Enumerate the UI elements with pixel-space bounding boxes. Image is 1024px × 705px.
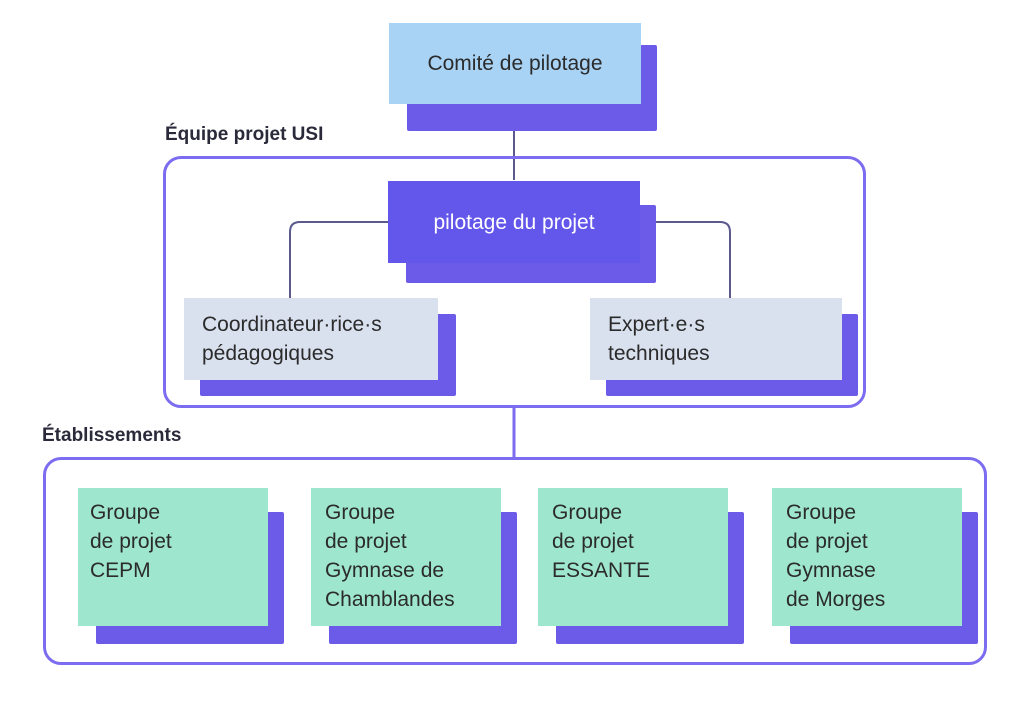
node-comite-de-pilotage: Comité de pilotage	[389, 23, 657, 131]
node-essante-line-1: Groupe	[552, 501, 623, 524]
connector-pilotage-to-coord	[289, 221, 388, 300]
group-frame-equipe-usi	[163, 156, 866, 408]
node-pilotage-du-projet: pilotage du projet	[388, 181, 656, 283]
node-chamblandes-line-2: de projet	[325, 530, 407, 553]
node-coordinateurs-line-2: pédagogiques	[202, 342, 334, 365]
node-cepm-line-3: CEPM	[90, 559, 151, 582]
node-chamblandes-text: Groupe de projet Gymnase de Chamblandes	[311, 488, 501, 626]
group-label-equipe-usi: Équipe projet USI	[165, 124, 324, 145]
node-groupe-essante: Groupe de projet ESSANTE	[538, 488, 744, 644]
node-morges-text: Groupe de projet Gymnase de Morges	[772, 488, 962, 626]
node-essante-line-2: de projet	[552, 530, 634, 553]
node-pilotage-label: pilotage du projet	[388, 181, 640, 263]
node-experts-line-2: techniques	[608, 342, 710, 365]
node-chamblandes-line-4: Chamblandes	[325, 588, 455, 611]
node-coordinateurs-pedagogiques: Coordinateur·rice·s pédagogiques	[184, 298, 456, 396]
node-chamblandes-line-1: Groupe	[325, 501, 396, 524]
connector-pilotage-to-experts	[640, 221, 731, 300]
node-essante-text: Groupe de projet ESSANTE	[538, 488, 728, 626]
node-cepm-line-1: Groupe	[90, 501, 161, 524]
node-experts-line-1: Expert·e·s	[608, 313, 705, 336]
node-experts-text: Expert·e·s techniques	[590, 298, 842, 380]
group-frame-etablissements	[43, 457, 987, 665]
node-groupe-cepm: Groupe de projet CEPM	[78, 488, 284, 644]
node-experts-techniques: Expert·e·s techniques	[590, 298, 858, 396]
node-groupe-morges: Groupe de projet Gymnase de Morges	[772, 488, 978, 644]
node-chamblandes-line-3: Gymnase de	[325, 559, 445, 582]
node-coordinateurs-line-1: Coordinateur·rice·s	[202, 313, 382, 336]
node-coordinateurs-text: Coordinateur·rice·s pédagogiques	[184, 298, 438, 380]
node-essante-line-3: ESSANTE	[552, 559, 651, 582]
node-cepm-line-2: de projet	[90, 530, 172, 553]
node-comite-label: Comité de pilotage	[389, 23, 641, 104]
node-morges-line-1: Groupe	[786, 501, 857, 524]
node-morges-line-2: de projet	[786, 530, 868, 553]
node-cepm-text: Groupe de projet CEPM	[78, 488, 268, 626]
node-groupe-chamblandes: Groupe de projet Gymnase de Chamblandes	[311, 488, 517, 644]
node-morges-line-4: de Morges	[786, 588, 886, 611]
node-morges-line-3: Gymnase	[786, 559, 876, 582]
group-label-etablissements: Établissements	[42, 425, 182, 446]
